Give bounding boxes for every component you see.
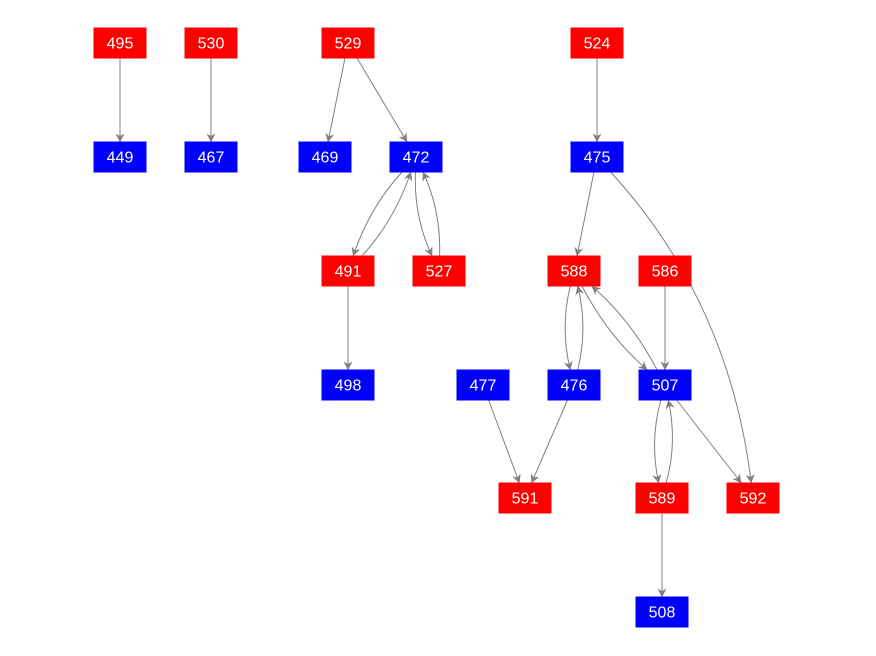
node-box — [456, 369, 510, 401]
node-label: 476 — [561, 378, 588, 395]
node-label: 524 — [584, 36, 611, 53]
node-label: 472 — [403, 150, 430, 167]
node-label: 467 — [198, 150, 225, 167]
node-586[interactable]: 586 — [638, 255, 692, 287]
edge-529-to-472 — [356, 58, 408, 143]
node-476[interactable]: 476 — [547, 369, 601, 401]
node-box — [184, 141, 238, 173]
node-box — [635, 482, 689, 514]
node-label: 586 — [652, 264, 679, 281]
node-477[interactable]: 477 — [456, 369, 510, 401]
node-label: 495 — [107, 36, 134, 53]
node-469[interactable]: 469 — [298, 141, 352, 173]
edge-527-to-472 — [422, 171, 441, 256]
node-591[interactable]: 591 — [498, 482, 552, 514]
edge-588-to-476 — [563, 286, 573, 371]
node-box — [498, 482, 552, 514]
node-box — [412, 255, 466, 287]
edge-477-to-591 — [488, 400, 521, 484]
node-495[interactable]: 495 — [93, 27, 147, 59]
node-472[interactable]: 472 — [389, 141, 443, 173]
edge-476-to-588 — [575, 285, 585, 370]
node-588[interactable]: 588 — [547, 255, 601, 287]
edge-588-to-507 — [581, 286, 648, 371]
node-label: 449 — [107, 150, 134, 167]
node-box — [321, 369, 375, 401]
node-529[interactable]: 529 — [321, 27, 375, 59]
node-589[interactable]: 589 — [635, 482, 689, 514]
edge-476-to-591 — [530, 400, 568, 484]
node-box — [93, 141, 147, 173]
edge-472-to-491 — [351, 172, 403, 257]
node-label: 498 — [335, 378, 362, 395]
node-box — [321, 27, 375, 59]
node-box — [184, 27, 238, 59]
node-box — [638, 255, 692, 287]
node-label: 591 — [512, 491, 539, 508]
node-label: 508 — [649, 605, 676, 622]
node-530[interactable]: 530 — [184, 27, 238, 59]
node-label: 477 — [470, 378, 497, 395]
node-box — [389, 141, 443, 173]
node-508[interactable]: 508 — [635, 596, 689, 628]
edge-491-to-472 — [361, 171, 413, 256]
node-label: 475 — [584, 150, 611, 167]
node-491[interactable]: 491 — [321, 255, 375, 287]
edge-589-to-507 — [665, 399, 675, 483]
node-449[interactable]: 449 — [93, 141, 147, 173]
edge-507-to-592 — [676, 400, 742, 484]
node-label: 469 — [312, 150, 339, 167]
node-box — [726, 482, 780, 514]
node-box — [547, 369, 601, 401]
node-label: 529 — [335, 36, 362, 53]
node-box — [570, 27, 624, 59]
edge-472-to-527 — [414, 172, 433, 257]
node-label: 588 — [561, 264, 588, 281]
node-label: 507 — [652, 378, 679, 395]
node-498[interactable]: 498 — [321, 369, 375, 401]
node-527[interactable]: 527 — [412, 255, 466, 287]
node-label: 491 — [335, 264, 362, 281]
node-label: 527 — [426, 264, 453, 281]
node-box — [298, 141, 352, 173]
node-475[interactable]: 475 — [570, 141, 624, 173]
node-box — [638, 369, 692, 401]
node-box — [570, 141, 624, 173]
node-box — [547, 255, 601, 287]
edge-475-to-592 — [610, 172, 755, 484]
node-507[interactable]: 507 — [638, 369, 692, 401]
node-label: 530 — [198, 36, 225, 53]
node-box — [321, 255, 375, 287]
node-box — [93, 27, 147, 59]
node-label: 589 — [649, 491, 676, 508]
node-592[interactable]: 592 — [726, 482, 780, 514]
node-467[interactable]: 467 — [184, 141, 238, 173]
edge-529-to-469 — [325, 58, 346, 143]
node-box — [635, 596, 689, 628]
node-label: 592 — [740, 491, 767, 508]
edge-475-to-588 — [574, 172, 595, 257]
edge-507-to-588 — [591, 285, 658, 370]
node-524[interactable]: 524 — [570, 27, 624, 59]
edge-507-to-589 — [652, 400, 662, 484]
